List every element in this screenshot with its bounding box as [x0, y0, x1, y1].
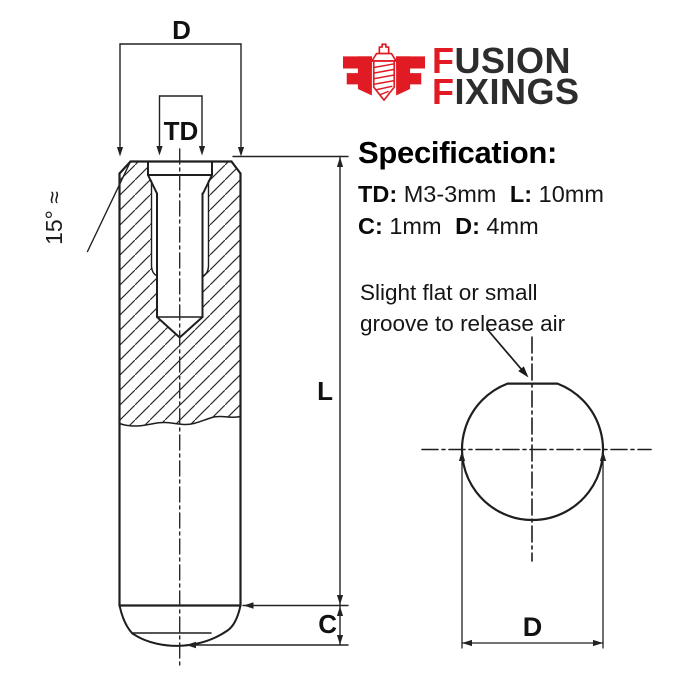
spec-value-l: 10mm [538, 181, 604, 207]
label-d-bottom: D [523, 612, 543, 642]
logo-initial-f1: F [432, 40, 455, 81]
logo-letter-f [396, 56, 425, 96]
label-l: L [317, 376, 333, 406]
pin-end-view: D [421, 328, 652, 649]
specification-line-2: C: 1mm D: 4mm [358, 210, 611, 242]
logo-letter-f-mirrored [343, 56, 372, 96]
fusion-fixings-logo-icon [343, 43, 425, 101]
specification-block: Specification: TD: M3-3mm L: 10mm C: 1mm… [358, 135, 611, 242]
fusion-fixings-logo: FUSION FIXINGS [343, 40, 580, 110]
flat-groove-annotation: Slight flat or small groove to release a… [360, 277, 565, 339]
logo-word-fixings: FIXINGS [432, 74, 580, 110]
thread-major-lines [150, 180, 210, 277]
logo-rest-ixings: IXINGS [454, 71, 580, 112]
spec-key-d: D: [455, 213, 480, 239]
label-td: TD [164, 116, 199, 146]
specification-line-1: TD: M3-3mm L: 10mm [358, 178, 611, 210]
label-d-top: D [172, 15, 191, 45]
logo-wordmark: FUSION FIXINGS [432, 43, 580, 110]
dimension-l [232, 155, 349, 609]
spec-key-l: L: [509, 181, 533, 207]
section-hatching [119, 161, 241, 427]
label-chamfer-angle: 15° ≈ [41, 191, 67, 245]
pin-outline [118, 160, 242, 607]
specification-heading: Specification: [358, 135, 558, 170]
spec-value-c: 1mm [389, 213, 442, 239]
spec-key-td: TD: [358, 181, 398, 207]
pin-section-view: D TD 15° ≈ L [41, 15, 349, 667]
screw-icon [371, 43, 397, 101]
spec-key-c: C: [358, 213, 383, 239]
dimension-td [156, 95, 206, 156]
spec-value-td: M3-3mm [403, 181, 497, 207]
label-c: C [318, 609, 337, 639]
logo-initial-f2: F [432, 71, 455, 112]
break-line [118, 415, 242, 427]
angle-leader-line [86, 161, 131, 253]
annotation-line-1: Slight flat or small [360, 280, 538, 305]
pin-dome-end [118, 604, 242, 647]
logo-rest-usion: USION [454, 40, 572, 81]
dimension-d-bottom [458, 450, 607, 649]
logo-word-fusion: FUSION [432, 43, 580, 79]
dimension-c [185, 605, 349, 649]
annotation-line-2: groove to release air [360, 311, 566, 336]
dimension-d-top [116, 43, 245, 157]
spec-value-d: 4mm [486, 213, 539, 239]
end-view-circle [460, 382, 605, 522]
flat-leader-arrow [486, 328, 529, 378]
